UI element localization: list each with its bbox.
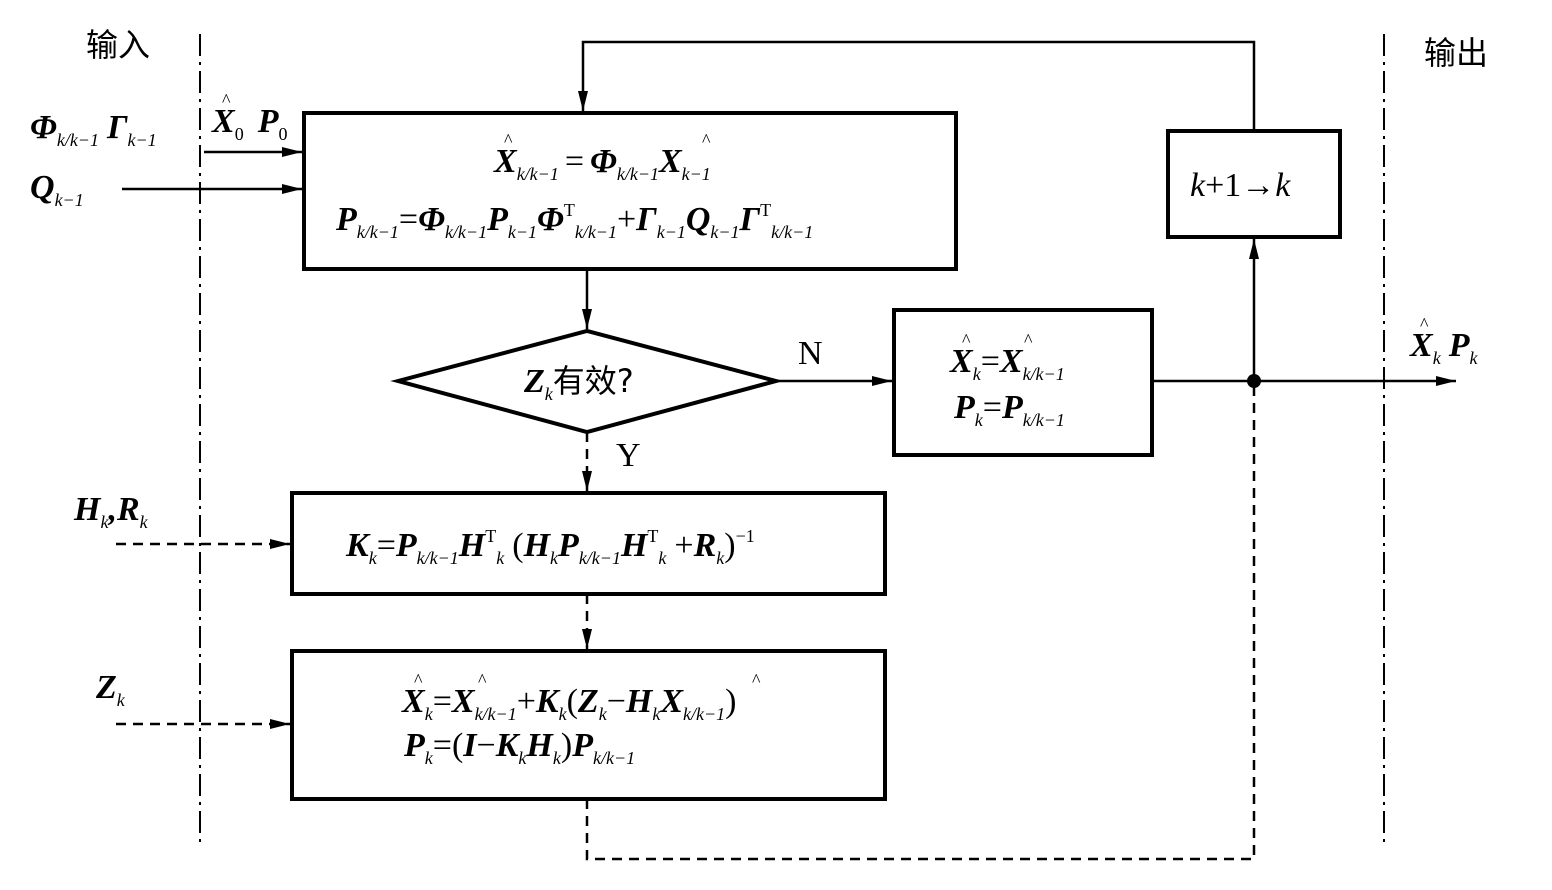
state-prediction-formula: Xk/k−1=Φk/k−1Xk−1: [493, 143, 711, 184]
output-hat: ^: [1420, 314, 1429, 334]
input-label: 输入: [86, 26, 150, 64]
q-input-label: Qk−1: [30, 169, 84, 210]
state-prediction-hat-1: ^: [504, 130, 513, 150]
kalman-gain-formula: Kk=Pk/k−1HTk(HkPk/k−1HTk+Rk)−1: [345, 526, 755, 568]
initial-state-hat: ^: [222, 90, 231, 110]
covariance-hold-formula: Pk=Pk/k−1: [953, 389, 1065, 430]
state-update-hat-1: ^: [414, 670, 423, 690]
yes-label: Y: [616, 437, 641, 474]
state-update-hat-2: ^: [478, 670, 487, 690]
output-label: 输出: [1424, 34, 1488, 72]
state-update-formula: Xk=Xk/k−1+Kk(Zk−HkXk/k−1): [401, 683, 736, 724]
increment-text: k+1→k: [1190, 167, 1291, 204]
h-r-input-label: Hk,Rk: [73, 491, 149, 532]
no-measurement-box: [892, 308, 1154, 457]
loop-back-connector: [578, 40, 1256, 131]
state-prediction-hat-2: ^: [702, 130, 711, 150]
covariance-update-formula: Pk=(I−KkHk)Pk/k−1: [403, 727, 635, 768]
state-hold-hat-1: ^: [962, 330, 971, 350]
decision-text: Zk有效?: [523, 362, 634, 404]
prediction-box: [302, 111, 958, 271]
no-label: N: [798, 335, 823, 372]
z-input-label: Zk: [95, 669, 126, 710]
update-box: [290, 649, 887, 801]
gain-box: [290, 491, 887, 596]
covariance-prediction-formula: Pk/k−1=Φk/k−1Pk−1ΦTk/k−1+Γk−1Qk−1ΓTk/k−1: [335, 200, 813, 242]
increment-box: [1166, 129, 1342, 239]
state-update-hat-3: ^: [752, 670, 761, 690]
update-to-output-connector: [585, 381, 1256, 861]
state-hold-formula: Xk=Xk/k−1: [949, 343, 1065, 384]
state-hold-hat-2: ^: [1024, 330, 1033, 350]
